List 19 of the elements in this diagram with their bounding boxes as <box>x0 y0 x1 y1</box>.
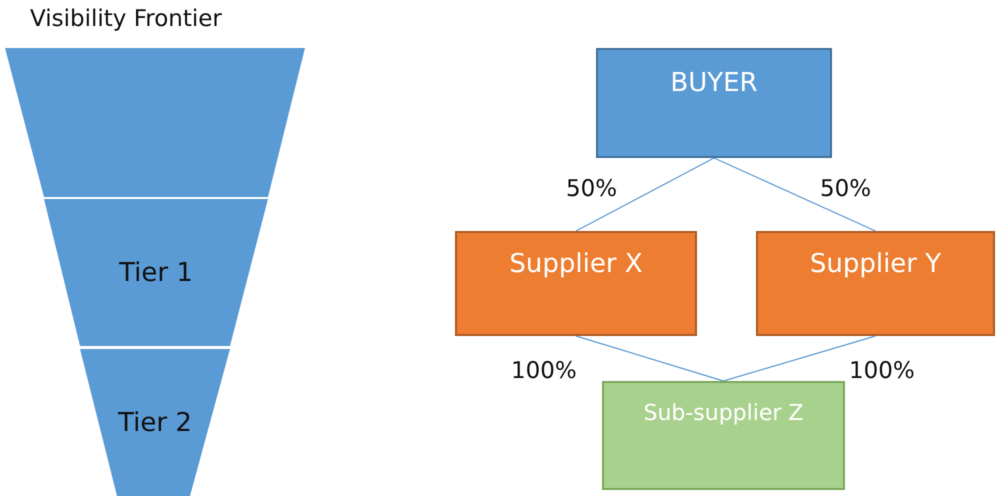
connector-line <box>714 157 876 232</box>
connector-line <box>576 335 724 382</box>
connector-line <box>723 335 876 382</box>
entity-box <box>455 231 697 336</box>
edge-label: 50% <box>820 176 872 202</box>
tier-label: Tier 2 <box>118 408 192 438</box>
connector-line <box>576 157 714 232</box>
entity-label: Supplier Y <box>810 248 942 278</box>
tier-label: Tier 1 <box>119 258 193 288</box>
edge-label: 100% <box>511 358 577 384</box>
edge-label: 50% <box>566 176 618 202</box>
entity-label: Supplier X <box>509 248 643 278</box>
entity-box <box>602 381 845 490</box>
entity-label: Sub-supplier Z <box>643 400 804 426</box>
funnel-heading: Visibility Frontier <box>30 6 222 32</box>
entity-box <box>756 231 995 336</box>
edge-label: 100% <box>849 358 915 384</box>
entity-label: BUYER <box>670 68 758 98</box>
entity-box <box>596 48 832 158</box>
